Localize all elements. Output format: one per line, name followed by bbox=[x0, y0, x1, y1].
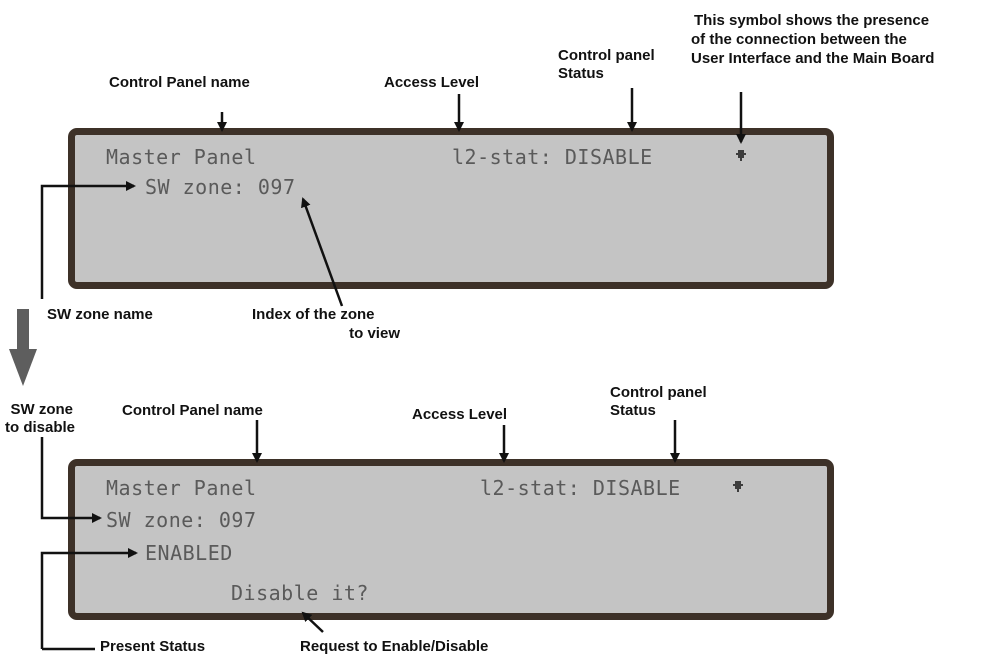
bottom-status-label: Status bbox=[610, 402, 656, 419]
bottom-lcd-zone: SW zone: 097 bbox=[106, 508, 257, 532]
top-lcd-panel bbox=[68, 128, 834, 289]
bottom-lcd-state: ENABLED bbox=[145, 541, 233, 565]
bottom-status-label: Control panel bbox=[610, 384, 707, 401]
top-index-arrow bbox=[301, 197, 344, 307]
bottom-zone-to-disable-arrow bbox=[40, 437, 102, 523]
top-panel-name-label: Control Panel name bbox=[109, 74, 250, 91]
top-access-level-label: Access Level bbox=[384, 74, 480, 91]
bottom-panel-name-label: Control Panel name bbox=[122, 402, 263, 419]
down-arrow-icon bbox=[9, 309, 37, 386]
zone-to-disable-label: to disable bbox=[5, 419, 76, 436]
connection-icon bbox=[733, 481, 743, 492]
bottom-lcd-prompt: Disable it? bbox=[231, 581, 369, 605]
index-of-zone-label: Index of the zone bbox=[252, 306, 375, 323]
bottom-lcd-panel bbox=[68, 459, 834, 620]
present-status-label: Present Status bbox=[100, 638, 206, 655]
top-lcd-access-status: l2-stat: DISABLE bbox=[452, 145, 653, 169]
bottom-present-status-arrow bbox=[40, 548, 138, 651]
sw-zone-name-label: SW zone name bbox=[47, 306, 153, 323]
zone-to-disable-label: SW zone bbox=[10, 401, 74, 418]
connection-symbol-label: User Interface and the Main Board bbox=[691, 50, 935, 67]
top-status-label: Status bbox=[558, 65, 604, 82]
top-status-label: Control panel bbox=[558, 47, 655, 64]
bottom-lcd-panel-name: Master Panel bbox=[106, 476, 257, 500]
top-lcd-zone: SW zone: 097 bbox=[145, 175, 296, 199]
connection-symbol-label: This symbol shows the presence bbox=[694, 12, 930, 29]
top-pointer-arrows bbox=[217, 88, 746, 144]
connection-icon bbox=[736, 150, 746, 161]
top-sw-zone-name-arrow bbox=[40, 181, 136, 299]
request-label: Request to Enable/Disable bbox=[300, 638, 489, 655]
top-lcd-panel-name: Master Panel bbox=[106, 145, 257, 169]
bottom-lcd-access-status: l2-stat: DISABLE bbox=[480, 476, 681, 500]
bottom-pointer-arrows bbox=[252, 420, 680, 463]
bottom-access-level-label: Access Level bbox=[412, 406, 508, 423]
connection-symbol-label: of the connection between the bbox=[691, 31, 907, 48]
bottom-request-arrow bbox=[301, 611, 324, 633]
index-of-zone-label: to view bbox=[349, 325, 400, 342]
